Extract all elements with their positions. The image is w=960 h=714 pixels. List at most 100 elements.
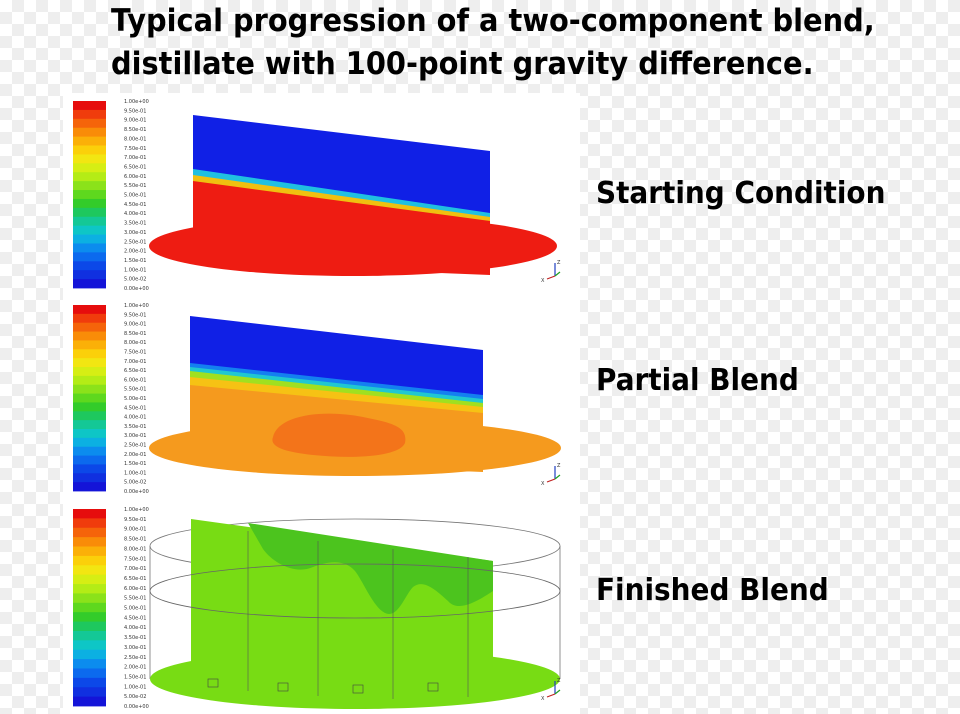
colorbar-swatch: [73, 384, 106, 394]
y-axis-line: [554, 474, 561, 480]
colorbar-swatch: [73, 243, 106, 253]
colorbar-tick-label: 2.00e-01: [124, 249, 146, 255]
colorbar-swatch: [73, 687, 106, 698]
colorbar-tick-label: 2.50e-01: [124, 655, 146, 661]
colorbar-swatch: [73, 127, 106, 138]
colorbar-tick-label: 9.50e-01: [124, 108, 146, 114]
colorbar-swatch: [73, 198, 106, 209]
x-axis-line: [546, 275, 556, 280]
axis-triad: ZX: [541, 260, 561, 284]
colorbar-swatch: [73, 207, 106, 218]
mixing-layer-yellow: [190, 377, 483, 415]
x-axis-line: [546, 478, 556, 483]
colorbar-tick-label: 3.00e-01: [124, 230, 146, 236]
lower-component-layer: [193, 181, 490, 275]
colorbar-tick-label: 1.50e-01: [124, 674, 146, 680]
colorbar-swatch: [73, 640, 106, 651]
finished-blend-render: 1.00e+009.50e-019.00e-018.50e-018.00e-01…: [73, 507, 561, 710]
caption-starting-condition: Starting Condition: [596, 176, 886, 211]
upper-component-layer: [193, 115, 490, 215]
colorbar-swatch: [73, 668, 106, 679]
colorbar-swatch: [73, 252, 106, 262]
colorbar-swatch: [73, 555, 106, 566]
colorbar-swatch: [73, 109, 106, 120]
colorbar: 1.00e+009.50e-019.00e-018.50e-018.00e-01…: [73, 99, 149, 292]
colorbar-tick-label: 5.00e-01: [124, 606, 146, 612]
colorbar-swatch: [73, 630, 106, 641]
colorbar-swatch: [73, 190, 106, 200]
y-axis-line: [554, 271, 561, 277]
z-axis-label: Z: [557, 260, 561, 266]
colorbar-tick-label: 5.00e-02: [124, 277, 146, 283]
colorbar-swatch: [73, 375, 106, 386]
colorbar-tick-label: 6.00e-01: [124, 174, 146, 180]
colorbar-swatch: [73, 565, 106, 576]
denser-pocket: [272, 413, 406, 457]
colorbar-tick-label: 4.50e-01: [124, 202, 146, 208]
floor-fixture: [277, 682, 289, 692]
colorbar-swatch: [73, 261, 106, 271]
colorbar-swatch: [73, 234, 106, 244]
colorbar-swatch: [73, 696, 106, 707]
colorbar-tick-label: 8.00e-01: [124, 340, 146, 346]
colorbar-tick-label: 7.00e-01: [124, 155, 146, 161]
colorbar-swatch: [73, 358, 106, 368]
colorbar-swatch: [73, 621, 106, 632]
colorbar-tick-label: 1.00e-01: [124, 470, 146, 476]
colorbar-tick-label: 1.00e+00: [124, 303, 149, 309]
colorbar-tick-label: 2.00e-01: [124, 665, 146, 671]
colorbar-swatch: [73, 411, 106, 421]
colorbar-tick-label: 0.00e+00: [124, 704, 149, 710]
colorbar-tick-label: 5.00e-01: [124, 193, 146, 199]
colorbar-tick-label: 5.50e-01: [124, 183, 146, 189]
colorbar-swatch: [73, 437, 106, 448]
colorbar-tick-label: 4.00e-01: [124, 625, 146, 631]
colorbar-swatch: [73, 612, 106, 622]
colorbar-tick-label: 2.00e-01: [124, 452, 146, 458]
colorbar-swatch: [73, 313, 106, 324]
colorbar-tick-label: 8.50e-01: [124, 331, 146, 337]
colorbar-tick-label: 1.00e-01: [124, 684, 146, 690]
residual-mixing-zone: [248, 523, 493, 614]
colorbar-swatch: [73, 593, 106, 604]
colorbar-tick-label: 4.50e-01: [124, 405, 146, 411]
colorbar-tick-label: 6.00e-01: [124, 586, 146, 592]
colorbar-tick-label: 1.00e+00: [124, 507, 149, 513]
colorbar-swatch: [73, 367, 106, 377]
colorbar-swatch: [73, 270, 106, 280]
colorbar-swatch: [73, 402, 106, 412]
colorbar-tick-label: 8.50e-01: [124, 537, 146, 543]
colorbar-swatch: [73, 181, 106, 191]
colorbar-tick-label: 3.50e-01: [124, 635, 146, 641]
colorbar-tick-label: 3.00e-01: [124, 645, 146, 651]
colorbar-swatch: [73, 163, 106, 173]
colorbar-tick-label: 3.00e-01: [124, 433, 146, 439]
colorbar-tick-label: 0.00e+00: [124, 489, 149, 495]
floor-fixture: [427, 682, 439, 692]
colorbar-swatch: [73, 659, 106, 669]
colorbar-tick-label: 9.00e-01: [124, 118, 146, 124]
colorbar-tick-label: 4.00e-01: [124, 211, 146, 217]
colorbar-tick-label: 8.00e-01: [124, 136, 146, 142]
colorbar-tick-label: 5.50e-01: [124, 387, 146, 393]
colorbar-tick-label: 5.00e-02: [124, 694, 146, 700]
floor-fixture: [207, 678, 219, 688]
floor-fixture: [352, 684, 364, 694]
colorbar-swatch: [73, 455, 106, 465]
caption-finished-blend: Finished Blend: [596, 573, 829, 608]
colorbar-tick-label: 1.00e-01: [124, 267, 146, 273]
colorbar-tick-label: 5.00e-01: [124, 396, 146, 402]
colorbar-swatch: [73, 546, 106, 557]
colorbar-swatch: [73, 649, 106, 660]
colorbar-swatch: [73, 393, 106, 403]
colorbar-swatch: [73, 482, 106, 492]
title-line-2: distillate with 100-point gravity differ…: [111, 46, 814, 82]
colorbar-tick-label: 3.50e-01: [124, 424, 146, 430]
caption-partial-blend: Partial Blend: [596, 363, 799, 398]
tank-mid-ring: [149, 563, 561, 619]
colorbar-swatch: [73, 154, 106, 164]
colorbar-swatch: [73, 340, 106, 350]
x-axis-line: [546, 693, 556, 698]
z-axis-label: Z: [557, 463, 561, 469]
